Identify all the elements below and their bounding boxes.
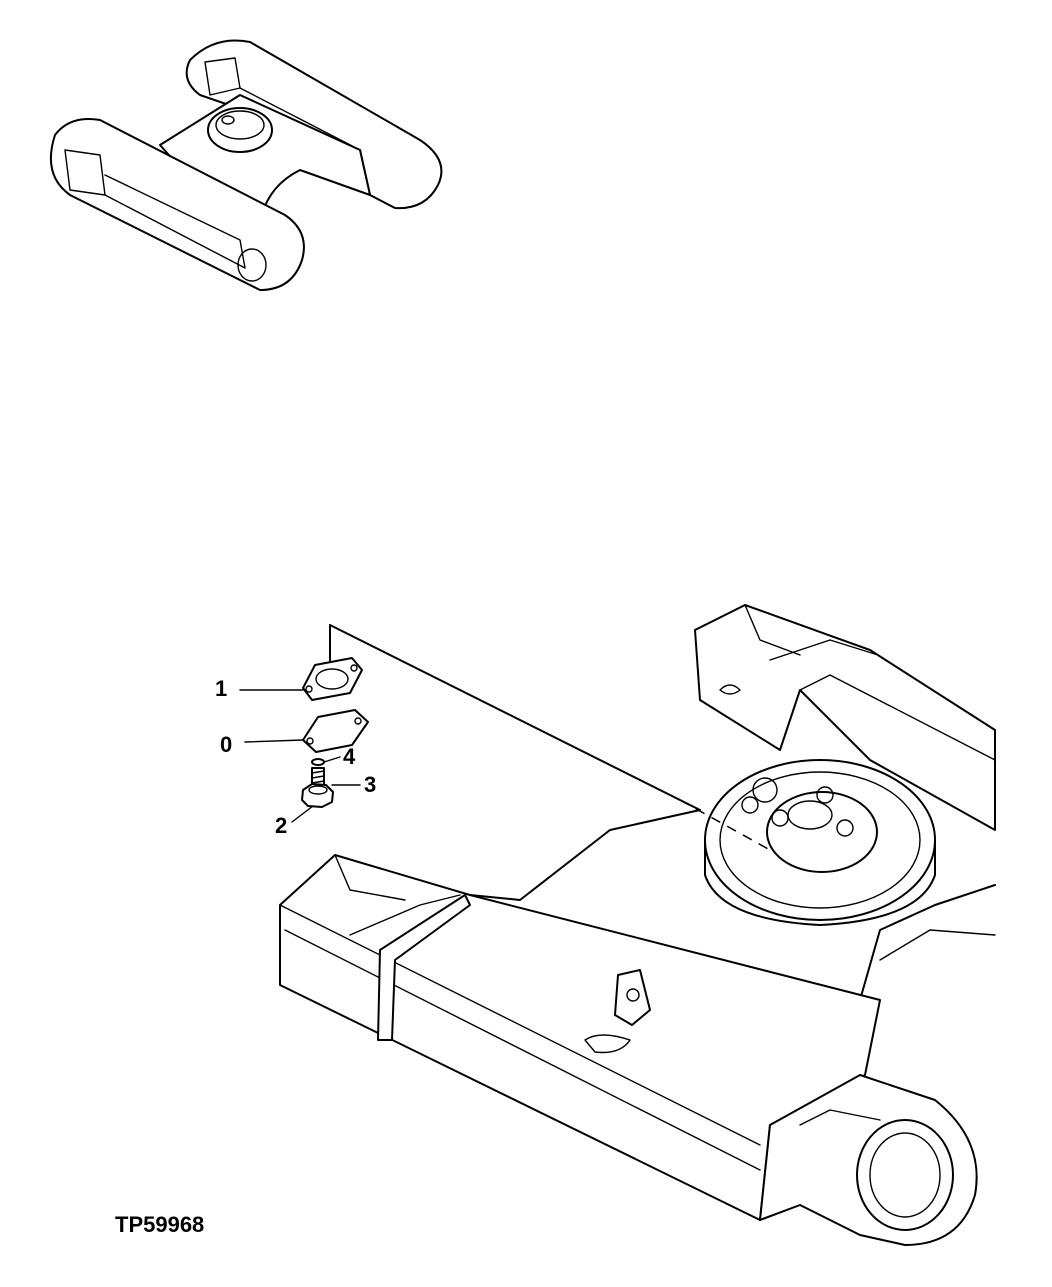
callout-label-4: 4 (343, 744, 356, 769)
figure-reference-code: TP59968 (115, 1212, 204, 1237)
callout-label-1: 1 (215, 676, 227, 701)
flange-nut-part (301, 783, 334, 808)
callout-label-0: 0 (220, 732, 232, 757)
cover-plate-part (302, 709, 369, 753)
callout-label-2: 2 (275, 813, 287, 838)
callout-leaders (239, 689, 361, 823)
lock-washer-part (311, 758, 325, 766)
gasket-part (302, 657, 363, 701)
undercarriage-frame-illustration (279, 604, 996, 1246)
exploded-parts (301, 627, 369, 808)
callout-label-3: 3 (364, 772, 376, 797)
overview-undercarriage-illustration (49, 39, 443, 291)
